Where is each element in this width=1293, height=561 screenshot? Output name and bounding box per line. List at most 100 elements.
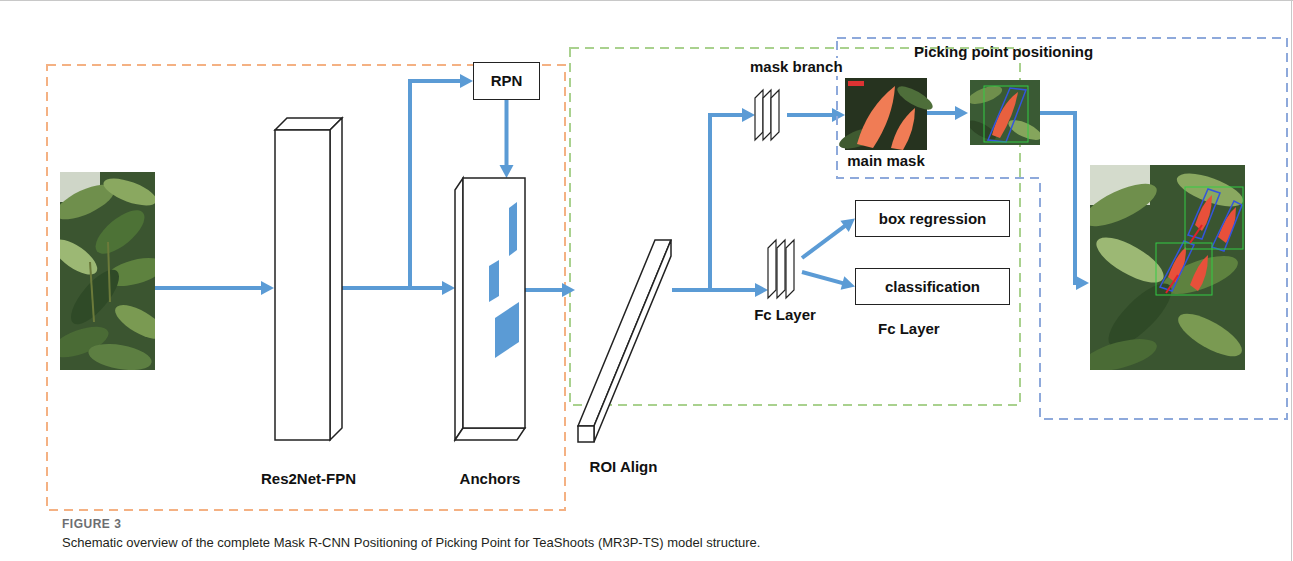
frame-line (1291, 0, 1292, 561)
arrow-head (742, 108, 755, 122)
flow-arrow-line (927, 111, 958, 115)
connector-line (802, 224, 847, 258)
backbone-region (47, 65, 565, 510)
illustration-part (463, 178, 525, 428)
block-label: Res2Net-FPN (261, 470, 356, 488)
illustration-part (100, 173, 159, 211)
connector-line (672, 288, 758, 292)
detection-photo (965, 80, 1044, 145)
illustration-part (777, 240, 785, 298)
connector-line (342, 81, 463, 288)
illustration-part (86, 340, 153, 375)
connector-line (672, 115, 745, 290)
illustration-part (768, 240, 776, 298)
layer-block: mask branch (755, 90, 787, 140)
layer-block: Fc Layer (768, 240, 802, 298)
illustration-part (110, 298, 169, 345)
connector-line (525, 288, 565, 292)
head-region (570, 48, 1020, 405)
block-label: main mask (847, 152, 925, 170)
flow-arrow-line (1040, 113, 1079, 283)
illustration-part (509, 202, 517, 256)
illustration-part (1172, 306, 1247, 365)
block-label: Picking point positioning (914, 43, 1093, 61)
illustration-part (1166, 275, 1178, 293)
arrow-head (755, 283, 768, 297)
box-label: RPN (491, 72, 523, 90)
arrow-head (841, 276, 855, 290)
illustration-part (1190, 225, 1202, 243)
connector-line (342, 286, 445, 290)
layer-label: Fc Layer (878, 320, 940, 338)
illustration-part (1090, 229, 1170, 291)
illustration-part (1078, 175, 1162, 234)
arrow-head (832, 108, 845, 122)
flow-connector (802, 272, 855, 290)
flow-connector (802, 219, 855, 259)
illustration-part (771, 90, 779, 140)
illustration-part (89, 203, 152, 261)
illustration-part (1212, 201, 1242, 251)
flow-connector (672, 108, 755, 290)
illustration-part (578, 426, 594, 442)
arrow-head (500, 165, 514, 178)
illustration-part (575, 236, 672, 444)
flow-arrow-head (261, 281, 274, 295)
connector-line (505, 100, 509, 168)
block-label: mask branch (748, 58, 845, 76)
illustration-part (330, 118, 342, 440)
block-label: Fc Layer (754, 306, 816, 324)
illustration-part (90, 262, 94, 322)
process-box: box regression (855, 200, 1010, 237)
illustration-part (108, 242, 110, 302)
illustration-part (763, 90, 771, 140)
illustration-part (848, 81, 864, 86)
illustration-part (47, 233, 102, 281)
illustration-part (988, 88, 1026, 142)
illustration-part (768, 240, 802, 298)
illustration-part (578, 240, 671, 426)
illustration-part (275, 118, 342, 440)
figure-number: FIGURE 3 (62, 517, 121, 531)
layer-block: ROI Align (575, 236, 672, 444)
figure-caption: Schematic overview of the complete Mask … (62, 535, 760, 550)
illustration-part (275, 130, 330, 440)
illustration-part (489, 260, 499, 302)
illustration-part (1185, 187, 1243, 249)
block-label: ROI Align (590, 458, 658, 476)
flow-connector (525, 283, 575, 297)
illustration-part (894, 82, 936, 114)
arrow-head (562, 283, 575, 297)
illustration-part (786, 240, 794, 298)
box-label: classification (885, 278, 980, 296)
arrow-head (460, 74, 473, 88)
flow-connector (342, 74, 473, 288)
illustration-part (857, 86, 895, 148)
flow-connector (342, 281, 455, 295)
illustration-part (845, 78, 927, 150)
flow-arrow-head (955, 106, 968, 120)
output-photo (1078, 165, 1248, 377)
illustration-part (1218, 207, 1236, 243)
frame-line (0, 0, 1293, 1)
flow-arrow-head (1076, 276, 1089, 290)
illustration-part (455, 178, 463, 440)
layer-block: main mask (845, 78, 927, 150)
illustration-part (1188, 189, 1220, 239)
flow-arrow-line (155, 286, 264, 290)
illustration-part (891, 108, 915, 150)
illustration-part (594, 240, 671, 442)
arrow-head (442, 281, 455, 295)
illustration-part (455, 178, 525, 440)
illustration-part (455, 428, 525, 440)
illustration-part (755, 90, 763, 140)
illustration-part (984, 86, 1028, 142)
process-box: classification (855, 268, 1010, 305)
arrow-head (840, 219, 855, 232)
layer-block: Anchors (455, 178, 525, 440)
flow-connector (672, 283, 768, 297)
illustration-part (1080, 333, 1160, 378)
illustration-part (1006, 116, 1045, 144)
box-label: box regression (879, 210, 987, 228)
input-photo (47, 172, 169, 374)
